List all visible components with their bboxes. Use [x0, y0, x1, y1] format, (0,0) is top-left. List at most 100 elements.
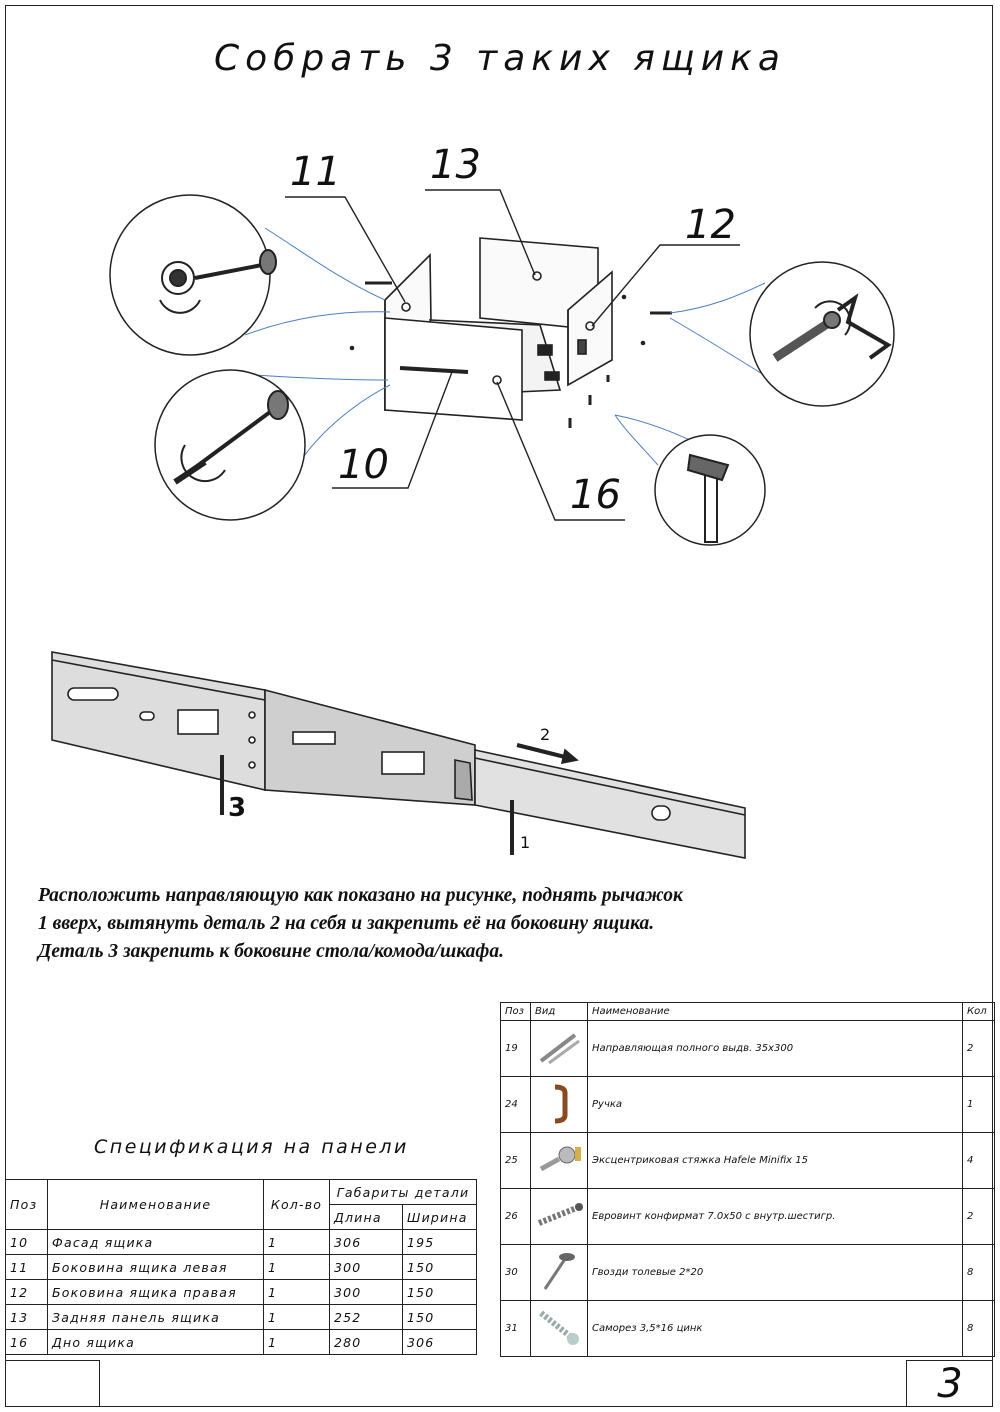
col-qty: Кол [962, 1002, 995, 1021]
rail-label-1: 1 [520, 833, 530, 852]
row-name: Евровинт конфирмат 7.0x50 с внутр.шестиг… [587, 1188, 963, 1245]
row-length: 252 [329, 1304, 403, 1330]
row-name: Фасад ящика [47, 1229, 264, 1255]
hardware-table-header: Поз Вид Наименование Кол [500, 1002, 995, 1021]
row-qty: 8 [962, 1300, 995, 1357]
col-pos: Поз [500, 1002, 531, 1021]
row-width: 150 [401, 1254, 478, 1280]
row-qty: 8 [962, 1244, 995, 1301]
row-qty: 2 [962, 1188, 995, 1245]
drawing-frame [5, 5, 993, 1407]
row-pos: 11 [5, 1254, 48, 1280]
callout-leaders [285, 189, 740, 521]
drawer-assembly [349, 237, 672, 428]
row-width: 195 [401, 1229, 478, 1255]
magnifier-right [749, 261, 895, 407]
row-qty: 4 [962, 1132, 995, 1189]
row-length: 306 [329, 1229, 403, 1255]
callout-12: 12 [685, 202, 736, 248]
table-row: 30 Гвозди толевые 2*20 8 [500, 1244, 995, 1301]
row-name: Саморез 3,5*16 цинк [587, 1300, 963, 1357]
col-pos: Поз [5, 1179, 48, 1230]
title-block-left-cell [5, 1360, 100, 1407]
row-width: 150 [401, 1279, 478, 1305]
row-width: 150 [401, 1304, 478, 1330]
row-pos: 16 [5, 1329, 48, 1355]
row-qty: 1 [263, 1304, 330, 1330]
row-qty: 1 [263, 1254, 330, 1280]
instruction-line: Расположить направляющую как показано на… [38, 885, 683, 906]
row-name: Ручка [587, 1076, 963, 1133]
title-block: 3 [5, 1360, 993, 1407]
row-pos: 10 [5, 1229, 48, 1255]
callout-10: 10 [338, 442, 389, 488]
confirmat-screw-icon [530, 1188, 588, 1245]
rail-label-3: 3 [228, 793, 246, 823]
row-name: Боковина ящика левая [47, 1254, 264, 1280]
col-view: Вид [530, 1002, 588, 1021]
table-row: 13 Задняя панель ящика 1 252 150 [5, 1304, 478, 1330]
magnifier-left-top [109, 194, 271, 356]
callout-16: 16 [570, 472, 621, 518]
eccentric-tie-icon [530, 1132, 588, 1189]
row-pos: 26 [500, 1188, 531, 1245]
drawer-rail [51, 651, 746, 859]
nail-icon [530, 1244, 588, 1301]
panel-spec-table: Поз Наименование Кол-во Габариты детали … [5, 1179, 478, 1355]
row-name: Дно ящика [47, 1329, 264, 1355]
page-title: Собрать 3 таких ящика [214, 38, 786, 79]
row-pos: 19 [500, 1020, 531, 1077]
assembly-instructions: Расположить направляющую как показано на… [38, 882, 938, 966]
row-name: Задняя панель ящика [47, 1304, 264, 1330]
callout-13: 13 [430, 142, 481, 188]
row-pos: 13 [5, 1304, 48, 1330]
table-row: 11 Боковина ящика левая 1 300 150 [5, 1254, 478, 1280]
table-row: 24 Ручка 1 [500, 1076, 995, 1133]
detail-magnifiers [109, 194, 895, 546]
row-name: Эксцентриковая стяжка Hafele Minifix 15 [587, 1132, 963, 1189]
row-name: Боковина ящика правая [47, 1279, 264, 1305]
table-row: 12 Боковина ящика правая 1 300 150 [5, 1279, 478, 1305]
handle-icon [530, 1076, 588, 1133]
row-name: Гвозди толевые 2*20 [587, 1244, 963, 1301]
row-pos: 31 [500, 1300, 531, 1357]
row-pos: 24 [500, 1076, 531, 1133]
row-qty: 1 [263, 1329, 330, 1355]
sheet-number: 3 [906, 1360, 993, 1407]
row-width: 306 [401, 1329, 478, 1355]
table-row: 25 Эксцентриковая стяжка Hafele Minifix … [500, 1132, 995, 1189]
col-name: Наименование [587, 1002, 963, 1021]
col-length: Длина [329, 1204, 403, 1230]
row-length: 280 [329, 1329, 403, 1355]
self-tapping-screw-icon [530, 1300, 588, 1357]
callout-11: 11 [290, 149, 341, 195]
row-length: 300 [329, 1254, 403, 1280]
row-pos: 25 [500, 1132, 531, 1189]
row-length: 300 [329, 1279, 403, 1305]
col-dims-group: Габариты детали [328, 1179, 478, 1205]
title-block-middle [100, 1360, 906, 1407]
col-name: Наименование [47, 1179, 264, 1230]
row-pos: 12 [5, 1279, 48, 1305]
row-qty: 1 [263, 1279, 330, 1305]
table-row: 26 Евровинт конфирмат 7.0x50 с внутр.шес… [500, 1188, 995, 1245]
col-width: Ширина [401, 1204, 478, 1230]
instruction-line: Деталь 3 закрепить к боковине стола/комо… [38, 941, 504, 962]
assembly-drawing: 11 13 12 10 16 [51, 142, 895, 859]
row-pos: 30 [500, 1244, 531, 1301]
table-row: 16 Дно ящика 1 280 306 [5, 1329, 478, 1355]
table-row: 31 Саморез 3,5*16 цинк 8 [500, 1300, 995, 1357]
spec-title: Спецификация на панели [94, 1136, 409, 1158]
row-qty: 1 [263, 1229, 330, 1255]
row-qty: 1 [962, 1076, 995, 1133]
callout-labels: 11 13 12 10 16 [290, 142, 736, 518]
table-row: 19 Направляющая полного выдв. 35x300 2 [500, 1020, 995, 1077]
col-qty: Кол-во [263, 1179, 330, 1230]
rail-label-2: 2 [540, 725, 550, 744]
rail-icon [530, 1020, 588, 1077]
row-name: Направляющая полного выдв. 35x300 [587, 1020, 963, 1077]
row-qty: 2 [962, 1020, 995, 1077]
hardware-table: Поз Вид Наименование Кол 19 Направляющая… [500, 1002, 995, 1357]
table-row: 10 Фасад ящика 1 306 195 [5, 1229, 478, 1255]
instruction-line: 1 вверх, вытянуть деталь 2 на себя и зак… [38, 913, 655, 934]
